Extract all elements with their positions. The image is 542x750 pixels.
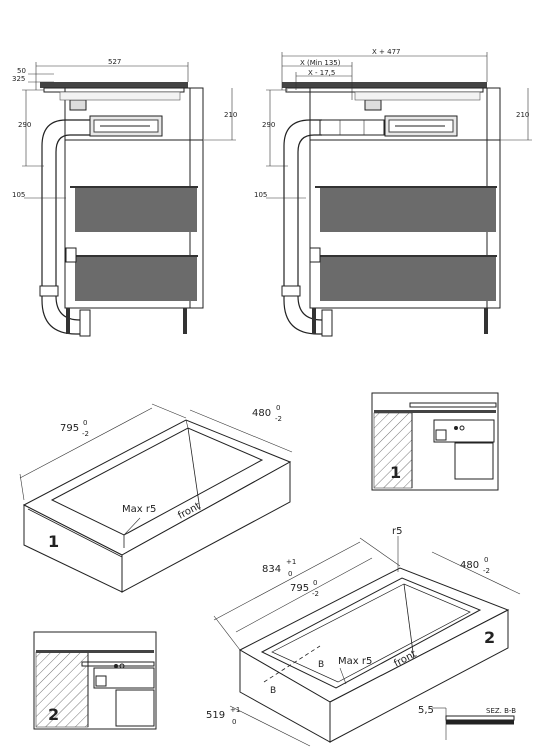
cutout-box-1 <box>19 403 293 593</box>
box2-corner-radius: r5 <box>392 526 402 537</box>
cabinet-left-diagram <box>22 62 236 337</box>
box1-len-tol-bot: -2 <box>82 430 89 438</box>
section-mark-b-bottom: B <box>270 686 276 696</box>
detail2-number: 2 <box>48 705 59 724</box>
box1-radius: Max r5 <box>122 504 156 515</box>
box1-wid: 480 <box>252 408 271 419</box>
box1-len-tol-top: 0 <box>83 419 87 427</box>
dim-50: 50 <box>17 67 26 75</box>
box2-len-outer-tol-bot: 0 <box>288 570 292 578</box>
dim-325: 325 <box>12 75 25 83</box>
dim-105-right: 105 <box>254 191 267 199</box>
dim-290-left: 290 <box>18 121 31 129</box>
box2-wid-outer: 519 <box>206 710 225 721</box>
cutout-box-2 <box>213 536 521 747</box>
dim-290-right: 290 <box>262 121 275 129</box>
section-label: SEZ. B-B <box>486 707 516 715</box>
box2-wid-outer-tol-bot: 0 <box>232 718 236 726</box>
box1-wid-tol-top: 0 <box>276 404 280 412</box>
box2-len-outer: 834 <box>262 564 281 575</box>
dim-210-left: 210 <box>224 111 237 119</box>
box2-radius: Max r5 <box>338 656 372 667</box>
dim-210-right: 210 <box>516 111 529 119</box>
dim-105-left: 105 <box>12 191 25 199</box>
dim-x-plus-477: X + 477 <box>372 48 400 56</box>
box2-wid-tol-top: 0 <box>484 556 488 564</box>
detail-1 <box>371 392 499 491</box>
section-b-b <box>432 707 515 740</box>
box1-wid-tol-bot: -2 <box>275 415 282 423</box>
box2-wid-outer-tol-top: +1 <box>230 706 240 714</box>
box2-len: 795 <box>290 583 309 594</box>
section-mark-b-top: B <box>318 660 324 670</box>
box2-len-tol-top: 0 <box>313 579 317 587</box>
dim-x-min-135: X (Min 135) <box>300 59 341 67</box>
detail-2 <box>33 631 157 730</box>
box2-wid-tol-bot: -2 <box>483 567 490 575</box>
box2-wid: 480 <box>460 560 479 571</box>
detail1-number: 1 <box>390 463 401 482</box>
box1-len: 795 <box>60 423 79 434</box>
dim-527: 527 <box>108 58 121 66</box>
dim-x-minus-17-5: X - 17,5 <box>308 69 335 77</box>
box2-number: 2 <box>484 628 495 647</box>
box2-len-tol-bot: -2 <box>312 590 319 598</box>
cabinet-right-diagram <box>266 52 532 337</box>
section-dim-5-5: 5,5 <box>418 705 434 716</box>
box1-number: 1 <box>48 532 59 551</box>
box2-len-outer-tol-top: +1 <box>286 558 296 566</box>
